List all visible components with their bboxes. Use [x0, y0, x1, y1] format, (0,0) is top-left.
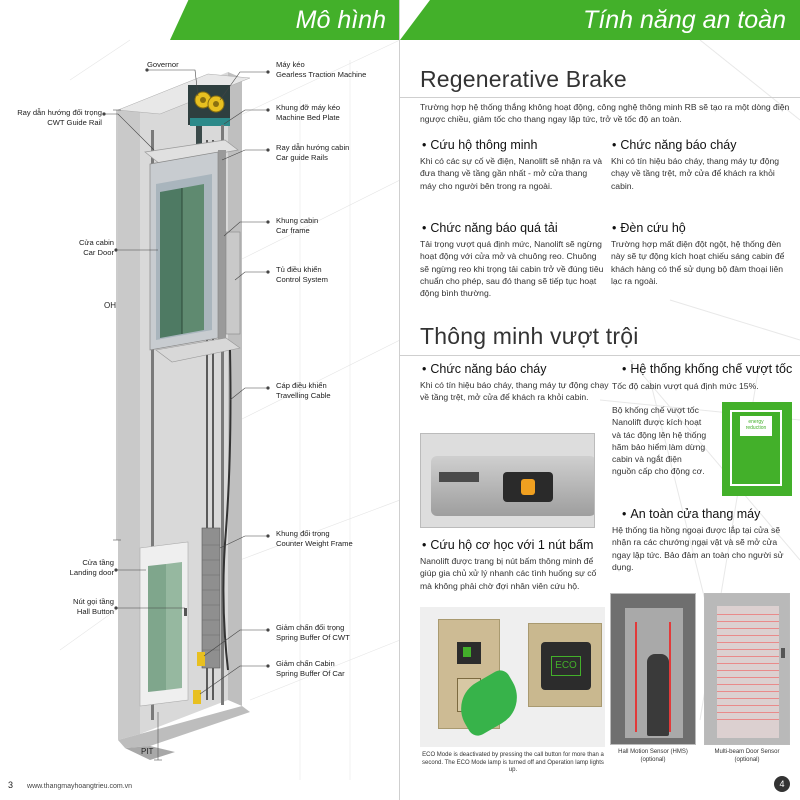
right-page-number: 4: [774, 776, 790, 792]
overload-text: Tải trọng vượt quá định mức, Nanolift sẽ…: [420, 239, 604, 299]
fire-icon: [521, 479, 535, 495]
rescue-text: Khi có các sự cố về điện, Nanolift sẽ nh…: [420, 156, 603, 191]
door-safety-title: An toàn cửa thang máy: [622, 507, 760, 521]
energy-reduction-card: energy reduction: [722, 402, 792, 496]
fire-text: Khi có tín hiệu báo cháy, thang máy tự đ…: [611, 156, 780, 191]
regen-title: Regenerative Brake: [420, 66, 627, 92]
label-pit: PIT: [141, 747, 154, 756]
right-page-title: Tính năng an toàn: [583, 5, 786, 34]
mechanical-rescue-title: Cứu hộ cơ học với 1 nút bấm: [422, 538, 593, 552]
hms-caption: Hall Motion Sensor (HMS) (optional): [618, 749, 688, 763]
elevator-diagram: [59, 39, 399, 780]
eco-indicator: ECO: [551, 656, 581, 676]
right-page-header: Tính năng an toàn: [400, 0, 800, 40]
left-page-header: Mô hình: [170, 0, 399, 40]
fire-panel-photo: [420, 433, 595, 528]
hms-sensor-photo: [610, 593, 696, 745]
rescue-light-text: Trường hợp mất điện đột ngột, hệ thống đ…: [611, 239, 785, 286]
rescue-light-title: Đèn cứu hộ: [612, 221, 685, 235]
overload-title: Chức năng báo quá tải: [422, 221, 557, 235]
multibeam-sensor-photo: [704, 593, 790, 745]
door-safety-text: Hệ thống tia hồng ngoại được lắp tại cửa…: [612, 525, 784, 572]
smart-fire-title: Chức năng báo cháy: [422, 362, 546, 376]
person-figure: [647, 654, 669, 736]
regen-text: Trường hợp hệ thống thắng không hoạt độn…: [420, 102, 790, 125]
left-page-title: Mô hình: [295, 5, 386, 34]
right-page: Tính năng an toàn Regenerative Brake Trư…: [400, 0, 800, 800]
fire-title: Chức năng báo cháy: [612, 138, 736, 152]
fire-indicator: [503, 472, 553, 502]
label-governor: Governor: [147, 60, 179, 69]
website-link[interactable]: www.thangmayhoangtrieu.com.vn: [27, 783, 133, 790]
smart-fire-text: Khi có tín hiệu báo cháy, thang máy tự đ…: [420, 380, 609, 403]
left-footer: 3 www.thangmayhoangtrieu.com.vn: [8, 780, 132, 790]
energy-reduction-label: energy reduction: [740, 416, 772, 436]
overspeed-text-1: Tốc độ cabin vượt quá định mức 15%.: [612, 381, 759, 391]
left-page-number: 3: [8, 780, 14, 790]
multibeam-caption: Multi-beam Door Sensor (optional): [714, 749, 780, 763]
rescue-title: Cứu hộ thông minh: [422, 138, 537, 152]
eco-button-photo: ECO: [420, 607, 605, 747]
mechanical-rescue-text: Nanolift được trang bị nút bấm thông min…: [420, 556, 597, 591]
label-oh: OH: [104, 301, 116, 310]
overspeed-text-2: Bộ khống chế vượt tốc Nanolift được kích…: [612, 405, 707, 477]
eco-caption: ECO Mode is deactivated by pressing the …: [422, 752, 604, 773]
overspeed-title: Hệ thống khống chế vượt tốc: [622, 362, 792, 376]
smart-title: Thông minh vượt trội: [420, 323, 639, 349]
